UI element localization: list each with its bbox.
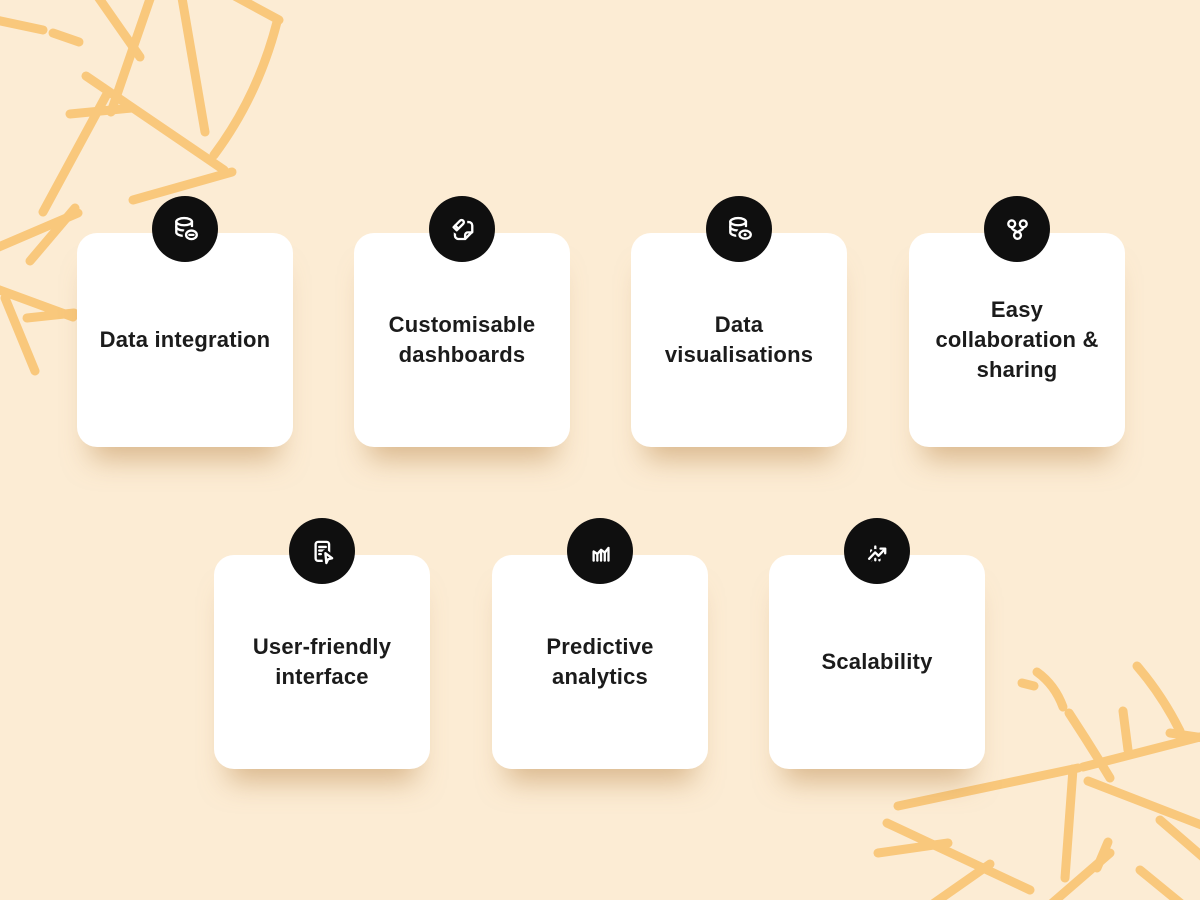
icon-badge bbox=[289, 518, 355, 584]
twig-pattern-top-left bbox=[0, 0, 284, 376]
card-label: Predictive analytics bbox=[546, 634, 654, 689]
database-link-icon bbox=[174, 216, 200, 243]
icon-badge bbox=[429, 196, 495, 262]
icon-badge bbox=[706, 196, 772, 262]
card-label: Customisable dashboards bbox=[388, 312, 536, 367]
feature-card-data-integration: Data integration bbox=[77, 196, 293, 447]
card-label: Easy collaboration & sharing bbox=[935, 297, 1099, 382]
document-cursor-icon bbox=[313, 540, 336, 566]
card-label: Data visualisations bbox=[664, 312, 814, 367]
feature-card-scalability: Scalability bbox=[769, 518, 985, 769]
feature-card-data-visualisations: Data visualisations bbox=[631, 196, 847, 447]
share-network-icon bbox=[1006, 218, 1028, 240]
database-view-icon bbox=[728, 216, 754, 242]
card-label: Scalability bbox=[821, 649, 933, 674]
feature-card-easy-collaboration: Easy collaboration & sharing bbox=[909, 196, 1125, 447]
feature-card-user-friendly-interface: User-friendly interface bbox=[214, 518, 430, 769]
edit-note-icon bbox=[449, 216, 473, 240]
twig-pattern-bottom-right bbox=[873, 661, 1200, 900]
icon-badge bbox=[984, 196, 1050, 262]
feature-card-customisable-dashboards: Customisable dashboards bbox=[354, 196, 570, 447]
card-label: User-friendly interface bbox=[252, 634, 392, 689]
icon-badge bbox=[567, 518, 633, 584]
feature-card-predictive-analytics: Predictive analytics bbox=[492, 518, 708, 769]
bar-chart-line-icon bbox=[591, 546, 610, 562]
card-label: Data integration bbox=[99, 327, 271, 352]
icon-badge bbox=[844, 518, 910, 584]
icon-badge bbox=[152, 196, 218, 262]
growth-arrow-icon bbox=[865, 544, 888, 562]
